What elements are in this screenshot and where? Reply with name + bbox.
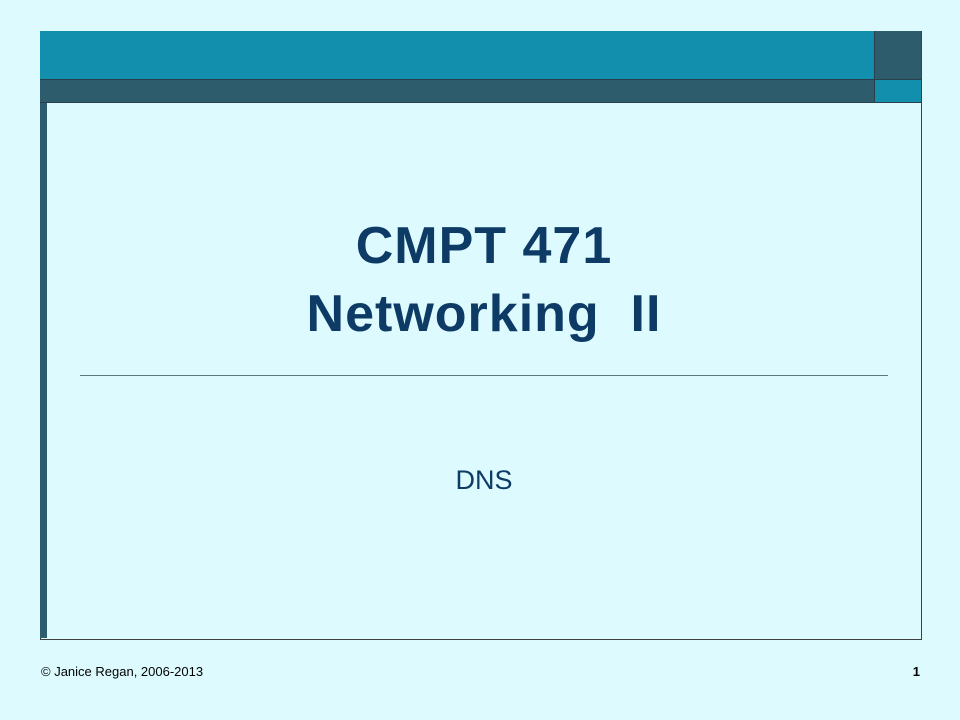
- footer-copyright: © Janice Regan, 2006-2013: [41, 664, 204, 679]
- title-line-course: CMPT 471: [355, 217, 613, 275]
- left-accent-stripe: [40, 103, 47, 638]
- secondary-corner-block: [875, 80, 921, 103]
- slide-subtitle: DNS: [455, 465, 513, 495]
- page-number: 1: [912, 664, 920, 679]
- top-corner-block: [875, 31, 921, 80]
- top-accent-bar: [40, 31, 875, 80]
- title-line-subject: Networking II: [306, 285, 662, 343]
- slide-title: CMPT 471 Networking II: [80, 212, 888, 348]
- title-divider: [80, 375, 888, 376]
- secondary-accent-bar: [40, 80, 875, 103]
